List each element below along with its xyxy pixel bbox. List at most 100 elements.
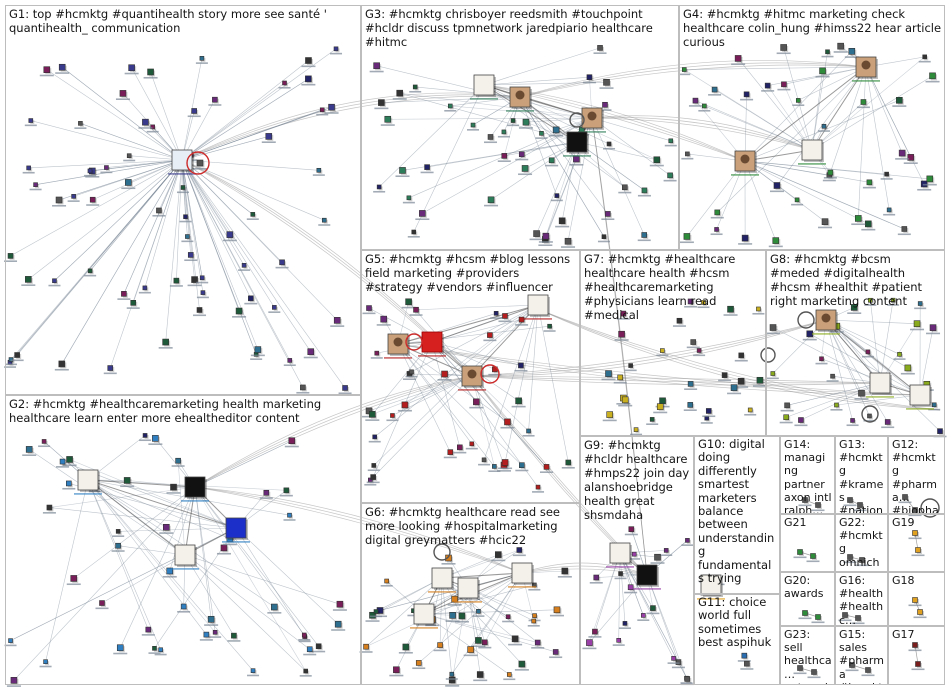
edge xyxy=(441,572,523,579)
edge xyxy=(836,394,921,406)
edge xyxy=(73,486,196,579)
vertex-node xyxy=(86,196,100,206)
vertex-node xyxy=(776,44,791,55)
vertex-node xyxy=(267,603,282,614)
vertex-node xyxy=(821,49,834,58)
edge xyxy=(744,160,830,176)
group-panel-G13: G13: #hcmktg #krames #nation… award… xyxy=(835,436,888,514)
group-panel-G3: G3: #hcmktg chrisboyer reedsmith #touchp… xyxy=(361,5,679,250)
group-label-G8: G8: #hcmktg #bcsm #meded #digitalhealth … xyxy=(770,252,923,308)
edge xyxy=(772,327,881,384)
vertex-node xyxy=(887,297,900,306)
group-label-G16: G16: #health #healthc… xyxy=(839,574,884,626)
vertex-node xyxy=(332,600,347,611)
edge xyxy=(744,160,930,180)
vertex-node xyxy=(409,306,423,316)
vertex-node xyxy=(162,567,177,578)
vertex-node xyxy=(261,133,276,143)
edge xyxy=(194,375,473,488)
vertex-node xyxy=(589,574,603,584)
hub-vertex-node xyxy=(606,542,634,568)
vertex-node xyxy=(914,301,927,310)
hub-vertex-node xyxy=(633,564,661,590)
vertex-node xyxy=(855,557,869,567)
edge xyxy=(194,440,292,488)
edge xyxy=(387,117,593,120)
vertex-node xyxy=(740,91,754,101)
edge xyxy=(704,105,813,151)
vertex-node xyxy=(844,48,859,58)
edge xyxy=(519,96,558,196)
edge xyxy=(402,141,578,171)
edge xyxy=(165,159,183,343)
vertex-node xyxy=(734,352,748,362)
edge xyxy=(62,67,183,161)
vertex-node xyxy=(376,315,391,326)
edge xyxy=(450,105,593,119)
vertex-node xyxy=(791,197,804,206)
vertex-node xyxy=(637,232,651,242)
vertex-node xyxy=(618,621,631,629)
vertex-node xyxy=(146,124,159,133)
vertex-node xyxy=(549,606,564,617)
vertex-node xyxy=(66,575,81,586)
vertex-node xyxy=(498,459,513,470)
edge xyxy=(431,319,522,343)
vertex-node xyxy=(532,484,545,493)
vertex-node xyxy=(330,46,343,55)
edge xyxy=(591,115,813,151)
vertex-node xyxy=(22,165,35,174)
edge xyxy=(471,319,827,377)
edge xyxy=(87,479,186,556)
vertex-node xyxy=(793,549,807,559)
vertex-node xyxy=(196,275,209,284)
edge xyxy=(411,304,539,373)
edge xyxy=(441,549,520,579)
vertex-node xyxy=(557,567,572,578)
edge xyxy=(825,319,888,423)
edge xyxy=(28,159,183,280)
vertex-node xyxy=(624,584,638,594)
vertex-node xyxy=(752,376,767,387)
edge xyxy=(181,159,192,255)
vertex-node xyxy=(881,419,895,429)
vertex-node xyxy=(124,64,139,75)
vertex-node xyxy=(653,403,668,414)
vertex-node xyxy=(892,97,907,107)
vertex-node xyxy=(637,613,650,621)
vertex-node xyxy=(366,474,380,484)
edge xyxy=(423,613,510,675)
group-label-G22: G22: #hcmktg omnicha… join… xyxy=(839,516,883,571)
vertex-node xyxy=(667,656,680,664)
edge xyxy=(484,572,523,643)
edge xyxy=(483,84,578,143)
edge xyxy=(10,527,237,641)
vertex-node xyxy=(362,305,376,315)
vertex-node xyxy=(484,134,498,144)
vertex-node xyxy=(693,348,706,357)
vertex-node xyxy=(409,84,422,93)
vertex-node xyxy=(630,427,643,436)
edge xyxy=(825,319,853,421)
vertex-node xyxy=(498,313,512,323)
vertex-node xyxy=(48,278,61,287)
vertex-node xyxy=(473,671,488,682)
group-panel-G5: G5: #hcmktg #hcsm #blog lessons field ma… xyxy=(361,250,580,503)
hub-vertex-node xyxy=(384,333,412,359)
edge xyxy=(9,159,183,363)
edge xyxy=(372,577,443,616)
vertex-node xyxy=(126,300,140,309)
vertex-node xyxy=(925,72,940,83)
vertex-node xyxy=(515,462,529,472)
vertex-node xyxy=(386,413,399,422)
edge xyxy=(744,160,905,230)
vertex-node xyxy=(463,646,478,657)
vertex-node xyxy=(897,226,911,236)
vertex-node xyxy=(395,167,410,178)
vertex-node xyxy=(545,157,559,167)
edge xyxy=(397,343,495,467)
vertex-node xyxy=(193,307,207,317)
vertex-node xyxy=(389,666,404,677)
edge xyxy=(423,613,538,643)
vertex-node xyxy=(159,523,174,534)
